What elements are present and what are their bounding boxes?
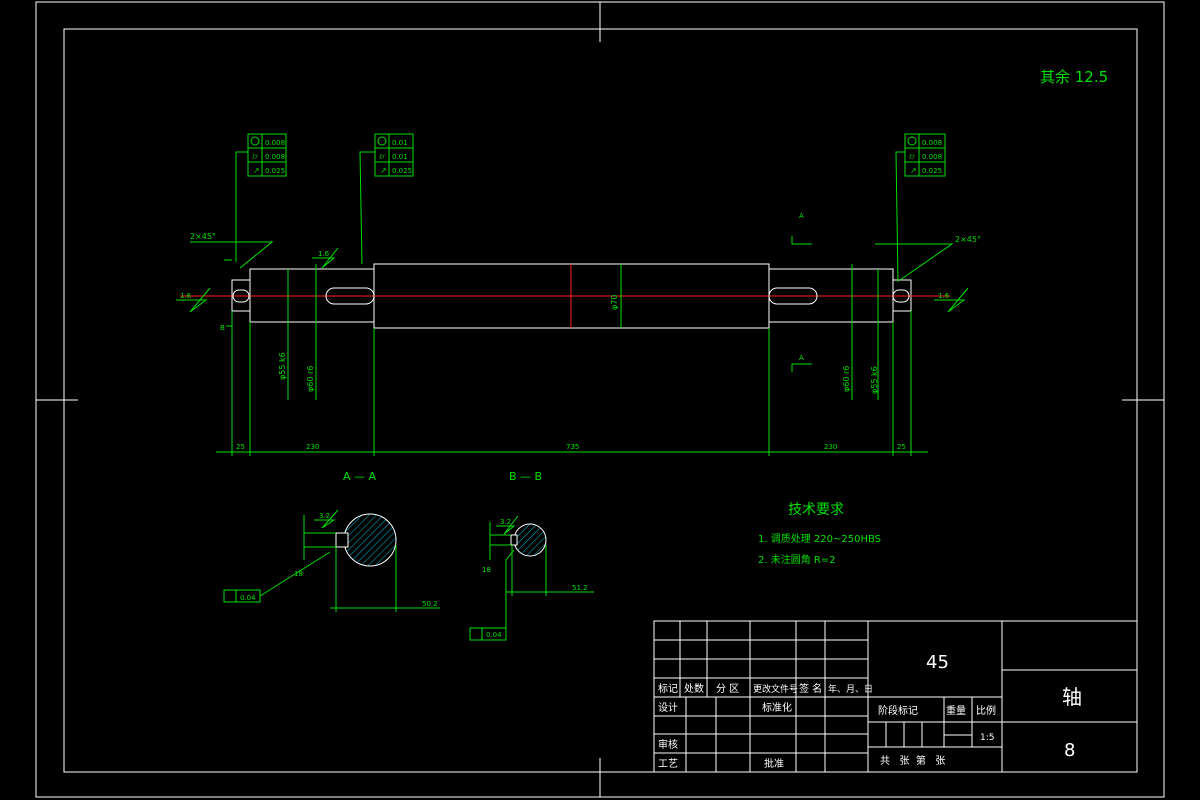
tb-approve: 批准 <box>764 757 784 770</box>
aa-roughness: 3.2 <box>319 512 330 520</box>
tb-header-2: 处数 <box>684 682 704 695</box>
datum-left: B <box>220 324 225 332</box>
len-5: 25 <box>897 443 906 451</box>
tb-weight: 重量 <box>946 704 966 717</box>
tb-scale: 1:5 <box>980 733 994 743</box>
svg-text:⌭: ⌭ <box>379 152 385 161</box>
dia-right-b: φ55 k6 <box>870 366 879 394</box>
bb-roughness: 3.2 <box>500 518 511 526</box>
tolerance-frame-right: ⌭ ↗ <box>904 133 946 177</box>
svg-text:⌭: ⌭ <box>252 152 258 161</box>
roughness-right: 1.6 <box>938 292 950 300</box>
roughness-mid: 1.6 <box>318 250 330 258</box>
outer-border <box>35 1 1165 798</box>
dia-right-a: φ60 r6 <box>842 366 851 392</box>
tolerance-frame-left: ⌭ ↗ <box>247 133 287 177</box>
aa-keyway: 50.2 <box>422 600 438 608</box>
aa-sym: 0.04 <box>240 594 256 602</box>
tol-right-1: 0.008 <box>922 139 942 147</box>
view-mark-bottom: A <box>799 354 804 362</box>
view-mark-top: A <box>799 212 804 220</box>
inner-frame <box>63 28 1138 773</box>
svg-text:⌭: ⌭ <box>909 152 915 161</box>
dimension-lines <box>176 151 969 456</box>
tech-item-1: 1. 调质处理 220~250HBS <box>758 533 881 545</box>
tb-header-3: 分 区 <box>716 683 739 695</box>
svg-text:↗: ↗ <box>910 166 917 175</box>
section-label-aa: A — A <box>343 470 377 483</box>
tb-part-name: 轴 <box>1062 685 1082 709</box>
roughness-note: 其余 12.5 <box>1040 68 1108 86</box>
tb-material: 45 <box>926 652 949 673</box>
tol-left-2: 0.008 <box>265 153 285 161</box>
tb-ratio: 比例 <box>976 704 996 717</box>
len-3: 735 <box>566 443 579 451</box>
aa-width: 18 <box>294 570 303 578</box>
tol-left-1: 0.008 <box>265 139 285 147</box>
section-bb <box>469 515 594 641</box>
tb-drawing-no: 8 <box>1064 740 1075 761</box>
bb-keyway: 51.2 <box>572 584 588 592</box>
tb-header-4: 更改文件号 <box>753 683 798 695</box>
chamfer-right: 2×45° <box>955 235 981 244</box>
len-4: 230 <box>824 443 837 451</box>
svg-text:↗: ↗ <box>253 166 260 175</box>
tol-left-3: 0.025 <box>265 167 285 175</box>
tb-review: 审核 <box>658 738 678 751</box>
section-label-bb: B — B <box>509 470 542 483</box>
dia-left-a: φ55 k6 <box>278 352 287 380</box>
tolerance-frame-mid: ⌭ ↗ <box>374 133 414 177</box>
tol-mid-2: 0.01 <box>392 153 408 161</box>
bb-sym: 0.04 <box>486 631 502 639</box>
tech-title: 技术要求 <box>788 502 844 518</box>
tb-standardize: 标准化 <box>762 701 792 714</box>
len-2: 230 <box>306 443 319 451</box>
title-block <box>653 620 1138 773</box>
tol-right-2: 0.008 <box>922 153 942 161</box>
centering-marks <box>36 2 1164 797</box>
len-1: 25 <box>236 443 245 451</box>
roughness-left: 1.6 <box>180 292 192 300</box>
tb-header-5: 签 名 <box>799 682 822 695</box>
dia-mid: φ70 <box>610 295 619 310</box>
svg-text:↗: ↗ <box>380 166 387 175</box>
chamfer-left: 2×45° <box>190 232 216 241</box>
section-aa <box>223 509 440 612</box>
tol-mid-1: 0.01 <box>392 139 408 147</box>
tol-mid-3: 0.025 <box>392 167 412 175</box>
tb-header-1: 标记 <box>658 683 678 695</box>
tb-sheets: 共 张 第 张 <box>880 754 945 767</box>
tech-item-2: 2. 未注圆角 R=2 <box>758 553 836 566</box>
tb-header-6: 年、月、日 <box>828 683 873 695</box>
keyways <box>232 287 910 305</box>
tb-stage: 阶段标记 <box>878 704 918 717</box>
tb-process: 工艺 <box>658 758 678 770</box>
bb-width: 18 <box>482 566 491 574</box>
dia-left-b: φ60 r6 <box>306 366 315 392</box>
tb-design: 设计 <box>658 701 678 714</box>
tol-right-3: 0.025 <box>922 167 942 175</box>
